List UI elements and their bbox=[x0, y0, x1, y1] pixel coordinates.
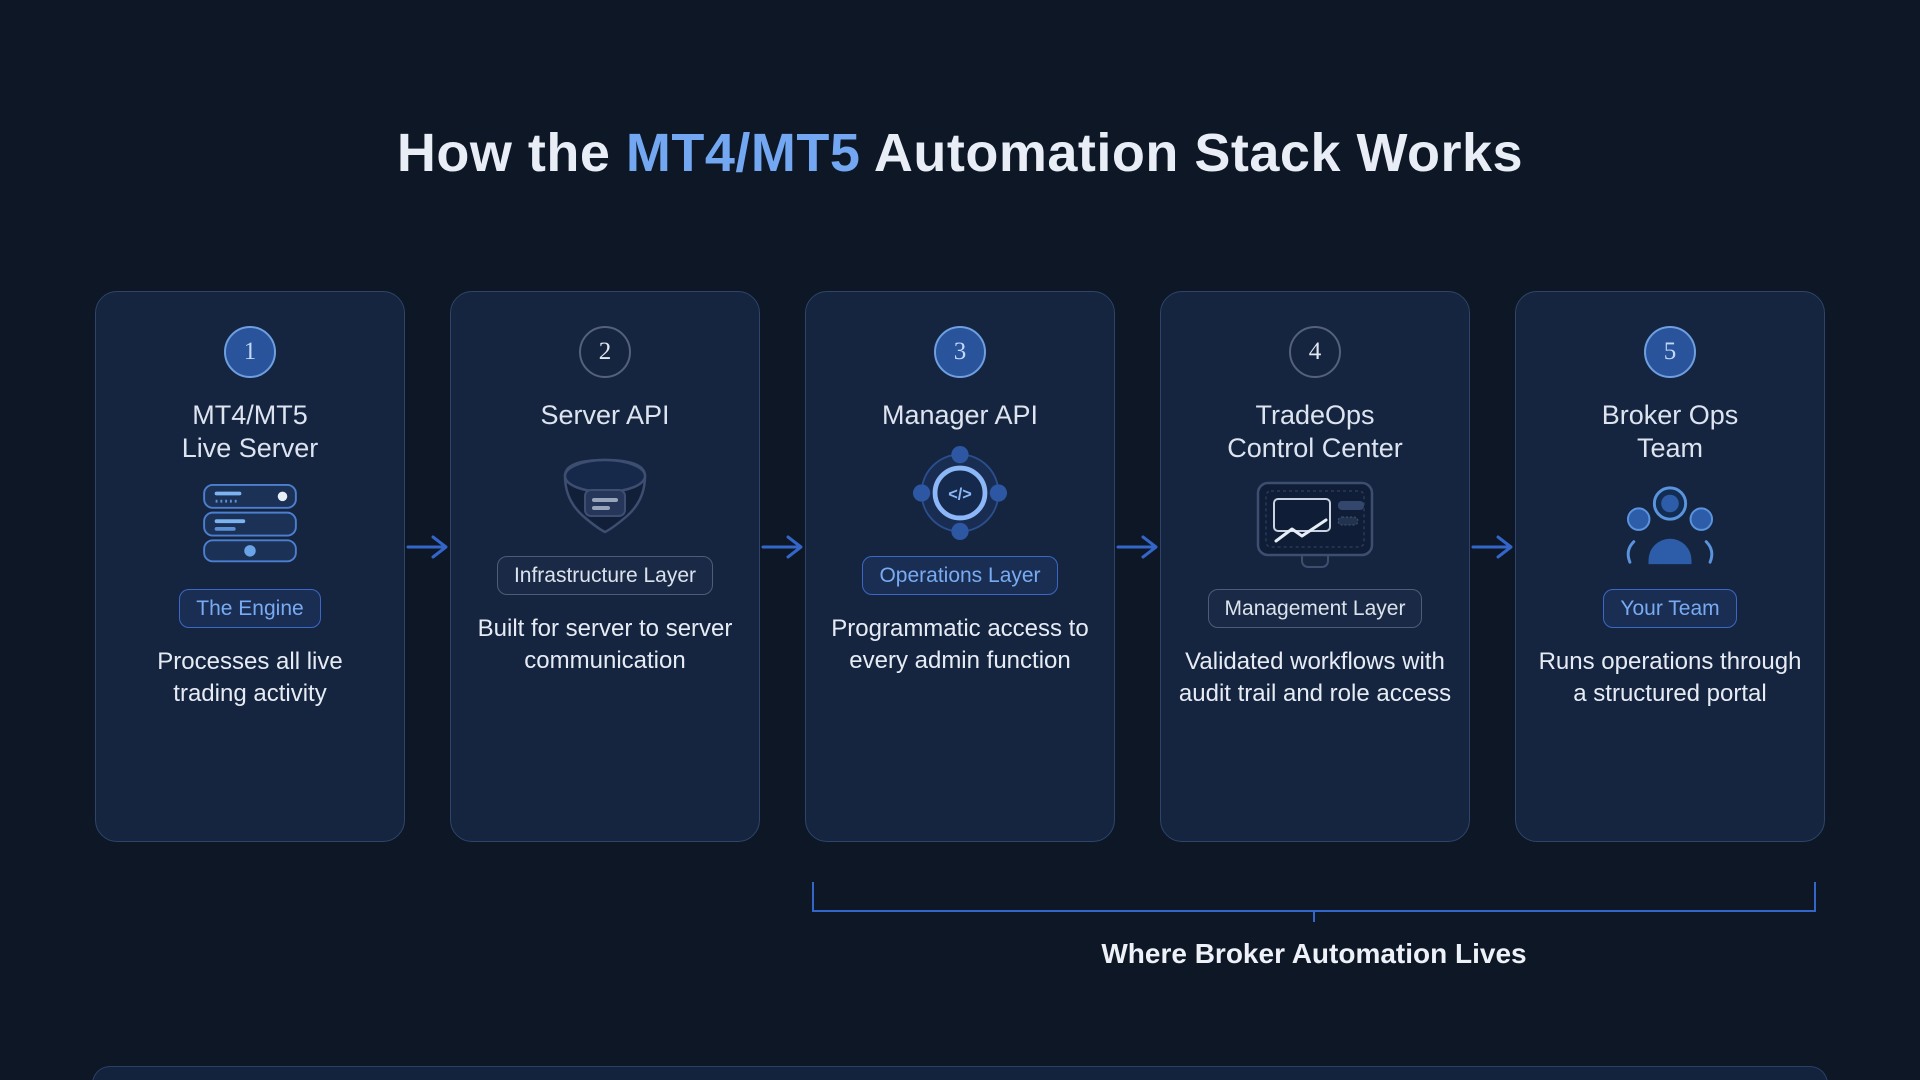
step-icon-box bbox=[1250, 481, 1380, 569]
automation-scope-label: Where Broker Automation Lives bbox=[1101, 938, 1527, 969]
svg-text:</>: </> bbox=[948, 486, 972, 504]
step-icon-box bbox=[1620, 483, 1720, 569]
step-card-broker-ops-team: 5 Broker Ops Team Your Team Runs operati… bbox=[1515, 291, 1825, 842]
flow-connector bbox=[760, 291, 805, 842]
flow-connector bbox=[1470, 291, 1515, 842]
step-card-manager-api: 3 Manager API </> Operations Layer Progr… bbox=[805, 291, 1115, 842]
step-card-live-server: 1 MT4/MT5 Live Server The Engine bbox=[95, 291, 405, 842]
step-title-line1: TradeOps bbox=[1255, 400, 1375, 430]
step-title: Server API bbox=[540, 399, 669, 432]
step-description: Built for server to server communication bbox=[477, 615, 733, 674]
step-number-badge: 2 bbox=[579, 326, 631, 378]
step-description: Validated workflows with audit trail and… bbox=[1178, 648, 1452, 707]
step-title-line1: Server API bbox=[540, 400, 670, 430]
step-title-line1: MT4/MT5 bbox=[192, 400, 308, 430]
infrastructure-bucket-icon bbox=[563, 458, 647, 534]
next-section-edge bbox=[92, 1066, 1828, 1080]
flow-connector bbox=[405, 291, 450, 842]
step-title-line1: Manager API bbox=[881, 400, 1039, 430]
step-icon-box bbox=[555, 450, 655, 536]
arrow-right-icon bbox=[1471, 535, 1512, 559]
arrow-right-icon bbox=[406, 535, 447, 559]
layer-badge: Infrastructure Layer bbox=[496, 556, 714, 595]
code-node-icon: </> bbox=[912, 445, 1008, 541]
step-title-line2: Control Center bbox=[1227, 433, 1403, 463]
step-number-badge: 3 bbox=[934, 326, 986, 378]
step-description: Runs operations through a structured por… bbox=[1538, 648, 1802, 707]
layer-badge: Operations Layer bbox=[862, 556, 1058, 595]
step-title: MT4/MT5 Live Server bbox=[182, 399, 319, 465]
automation-scope-bracket bbox=[812, 882, 1816, 912]
server-stack-icon bbox=[203, 483, 297, 563]
page-title: How the MT4/MT5 Automation Stack Works bbox=[0, 122, 1920, 184]
layer-badge: Management Layer bbox=[1207, 589, 1423, 628]
title-prefix: How the bbox=[396, 123, 626, 183]
step-description: Processes all live trading activity bbox=[157, 648, 343, 707]
step-title-line2: Live Server bbox=[181, 433, 319, 463]
step-title: Broker Ops Team bbox=[1602, 399, 1739, 465]
steps-row: 1 MT4/MT5 Live Server The Engine bbox=[0, 291, 1920, 842]
arrow-right-icon bbox=[1116, 535, 1157, 559]
step-title: TradeOps Control Center bbox=[1227, 399, 1403, 465]
step-icon-box bbox=[200, 483, 300, 569]
team-icon bbox=[1626, 486, 1714, 565]
step-title-line2: Team bbox=[1636, 433, 1703, 463]
title-suffix: Automation Stack Works bbox=[860, 123, 1524, 183]
layer-badge: Your Team bbox=[1603, 589, 1737, 628]
step-card-tradeops-control-center: 4 TradeOps Control Center Management Lay… bbox=[1160, 291, 1470, 842]
step-card-server-api: 2 Server API Infrastructure Layer Built … bbox=[450, 291, 760, 842]
layer-badge: The Engine bbox=[179, 589, 321, 628]
title-accent: MT4/MT5 bbox=[625, 123, 861, 183]
step-number-badge: 1 bbox=[224, 326, 276, 378]
step-number-badge: 4 bbox=[1289, 326, 1341, 378]
step-icon-box: </> bbox=[912, 445, 1008, 541]
step-number-badge: 5 bbox=[1644, 326, 1696, 378]
step-title-line1: Broker Ops bbox=[1601, 400, 1739, 430]
monitor-dashboard-icon bbox=[1256, 481, 1374, 568]
flow-connector bbox=[1115, 291, 1160, 842]
arrow-right-icon bbox=[761, 535, 802, 559]
step-title: Manager API bbox=[882, 399, 1038, 432]
step-description: Programmatic access to every admin funct… bbox=[831, 615, 1089, 674]
